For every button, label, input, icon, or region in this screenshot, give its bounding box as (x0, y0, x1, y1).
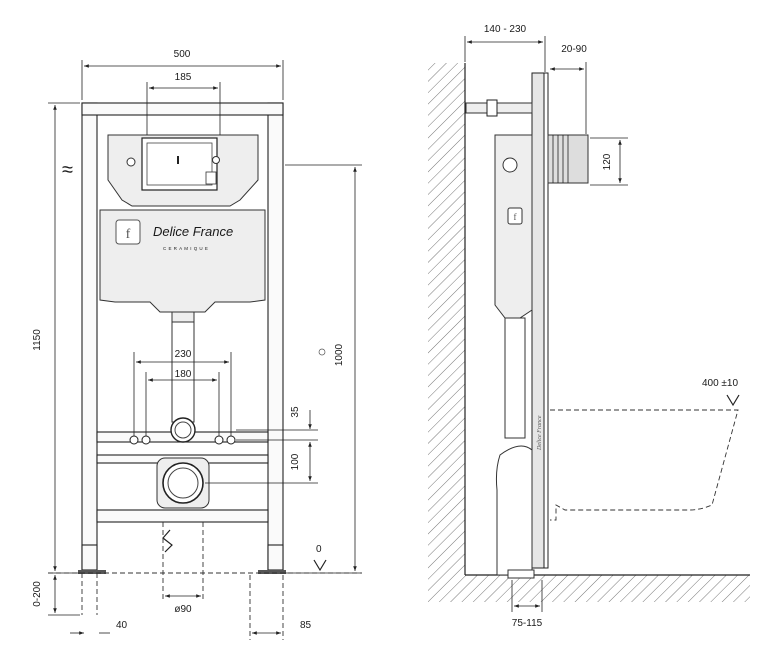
bolt-right-inner (214, 435, 224, 445)
brand-logo-letter: f (126, 227, 131, 242)
brand-name: Delice France (153, 224, 233, 239)
cistern-side-logo-letter: f (514, 212, 517, 222)
drain-outlet-inner (167, 467, 199, 499)
dim-panel-thickness: 20-90 (561, 44, 587, 55)
center-mark (318, 348, 326, 356)
dim-button-width: 185 (175, 72, 192, 83)
dim-total-height: 1150 (32, 329, 43, 351)
dim-foot-left: 40 (116, 620, 128, 631)
foot-right (267, 544, 284, 571)
drain-bend-side (495, 445, 533, 576)
flush-knob-right (212, 156, 220, 164)
foot-plate-right (258, 570, 286, 574)
foot-plate-left (78, 570, 106, 574)
wall-bracket-clip (486, 99, 498, 117)
toilet-bowl-outline (550, 409, 739, 521)
dim-bowl-height: 400 ±10 (702, 378, 739, 389)
front-view: f Delice France CERAMIQUE ≈ 500 185 (32, 49, 362, 640)
dim-bolt-outer: 230 (175, 349, 192, 360)
dim-leg-adjust: 0-200 (32, 581, 43, 607)
floor-mark: 0 (316, 544, 322, 555)
dim-frame-height: 1000 (334, 343, 345, 366)
frame-right-post (267, 102, 284, 574)
dim-drain-offset: 100 (290, 453, 301, 470)
dim-drain-diameter: ø90 (174, 604, 192, 615)
frame-bottom-rail (96, 509, 269, 523)
dim-bolt-inner: 180 (175, 369, 192, 380)
brand-subtitle: CERAMIQUE (163, 246, 210, 251)
mounting-panel-face (543, 72, 549, 569)
flush-button-plate (141, 137, 218, 191)
mounting-panel (531, 72, 545, 569)
dim-pipe-height: 120 (602, 153, 613, 170)
flush-button-inner (146, 142, 213, 186)
cistern-body (99, 209, 266, 313)
flush-knob-left (126, 157, 136, 167)
bolt-right-outer (226, 435, 236, 445)
bolt-left-outer (129, 435, 139, 445)
drain-pipe-side (504, 317, 526, 439)
side-view: f Delice France 140 - 230 20-90 120 400 … (428, 24, 750, 629)
brand-logo-frame (115, 219, 141, 245)
bolt-left-inner (141, 435, 151, 445)
flush-logo-badge (205, 171, 217, 185)
panel-brand: Delice France (537, 415, 543, 451)
dim-foot-right: 85 (300, 620, 312, 631)
foot-left (81, 544, 98, 571)
floor-arrow (313, 559, 327, 572)
flush-pipe-connector (171, 311, 195, 323)
wall-hatch (428, 63, 750, 602)
wall-bracket (465, 102, 533, 114)
dim-width: 500 (174, 49, 191, 60)
flush-outlet-inner (174, 421, 192, 439)
bowl-height-arrow (726, 394, 740, 407)
water-inlet-symbol: ≈ (62, 159, 73, 181)
dim-drain-depth: 75-115 (512, 618, 543, 629)
dim-wall-depth: 140 - 230 (484, 24, 527, 35)
drain-foot-side (507, 569, 535, 579)
cistern-side-valve (502, 157, 518, 173)
dim-bolt-offset: 35 (290, 406, 301, 418)
drain-hook (162, 529, 173, 553)
cistern-side-logo (507, 207, 523, 225)
frame-left-post (81, 102, 98, 574)
frame-top-rail (81, 102, 284, 116)
